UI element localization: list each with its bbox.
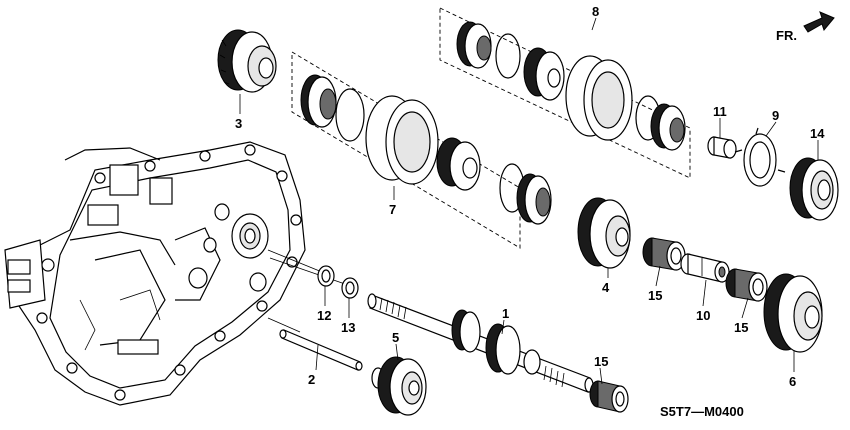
front-direction-arrow: FR. [776, 11, 835, 43]
part-4-gear [577, 197, 631, 269]
callout-8: 8 [592, 4, 599, 19]
callout-7: 7 [389, 202, 396, 217]
callout-numbers: 1 2 3 4 5 6 7 8 9 10 11 12 13 14 15 15 1… [235, 4, 825, 389]
callout-leaders [239, 17, 819, 385]
callout-5: 5 [392, 330, 399, 345]
part-5-gear [371, 356, 427, 416]
part-15-needle-bearing-b [725, 268, 768, 302]
part-6-gear [763, 273, 823, 353]
part-7-synchro-assembly [300, 74, 552, 225]
arrow-icon [803, 11, 835, 33]
callout-13: 13 [341, 320, 355, 335]
direction-label: FR. [776, 28, 797, 43]
callout-14: 14 [810, 126, 825, 141]
callout-11: 11 [713, 104, 727, 119]
callout-15-c: 15 [594, 354, 608, 369]
part-15-needle-bearing-a [642, 237, 686, 271]
part-13-shim [341, 277, 359, 299]
diagram-code: S5T7—M0400 [660, 404, 744, 419]
callout-15-a: 15 [648, 288, 662, 303]
part-8-synchro-assembly [456, 21, 686, 151]
transmission-housing [4, 141, 306, 406]
part-11-collar [707, 136, 737, 159]
callout-3: 3 [235, 116, 242, 131]
part-12-shim [317, 265, 335, 287]
part-2-shaft-pin [279, 329, 363, 371]
callout-2: 2 [308, 372, 315, 387]
callout-9: 9 [772, 108, 779, 123]
callout-10: 10 [696, 308, 710, 323]
part-15-needle-bearing-c [589, 380, 629, 413]
part-14-ball-bearing [789, 157, 839, 221]
part-1-mainshaft [367, 293, 594, 393]
callout-12: 12 [317, 308, 331, 323]
part-9-lock-ring [734, 127, 786, 187]
part-10-distance-collar [680, 253, 730, 283]
callout-4: 4 [602, 280, 610, 295]
callout-6: 6 [789, 374, 796, 389]
part-3-gear [217, 29, 277, 93]
callout-1: 1 [502, 306, 509, 321]
callout-15-b: 15 [734, 320, 748, 335]
